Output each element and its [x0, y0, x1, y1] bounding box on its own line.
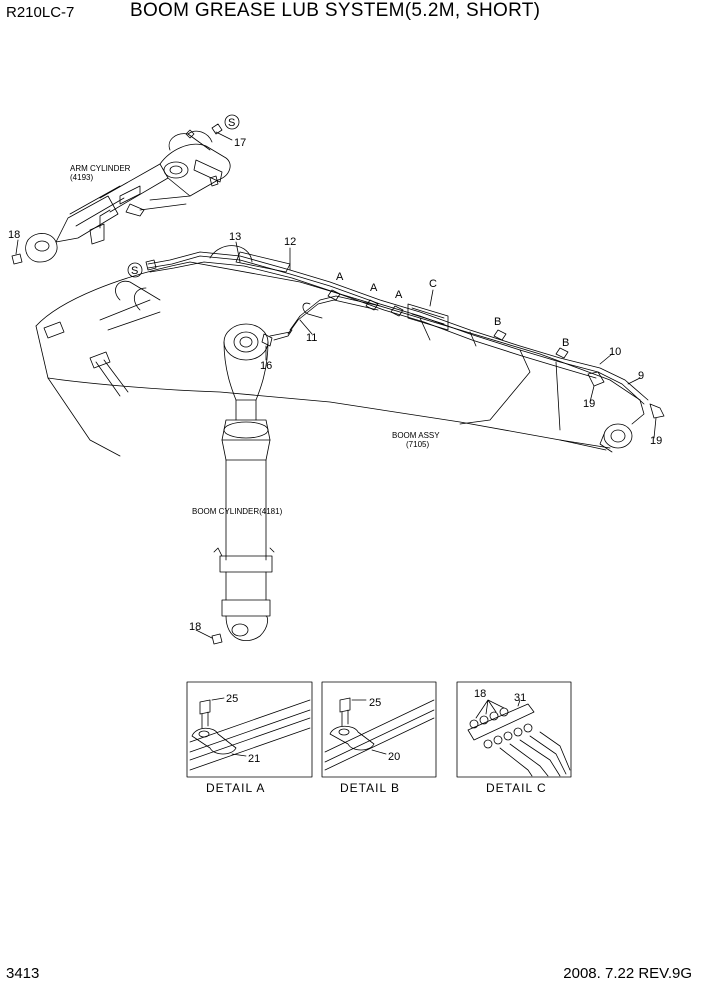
marker-b-1: B — [494, 316, 501, 328]
marker-c: C — [429, 278, 437, 290]
arm-cylinder-drawing — [25, 123, 231, 263]
model-code: R210LC-7 — [6, 4, 75, 21]
detail-a-callout-21: 21 — [248, 753, 260, 765]
callout-19-right: 19 — [650, 435, 662, 447]
marker-a-2: A — [370, 282, 378, 294]
detail-b-callout-20: 20 — [388, 751, 400, 763]
detail-c-box — [456, 681, 572, 778]
boom-cylinder-drawing — [213, 323, 275, 641]
arm-cylinder-label: ARM CYLINDER — [70, 164, 131, 173]
boom-assy-code: (7105) — [406, 440, 429, 449]
detail-b-callout-25: 25 — [369, 697, 381, 709]
callout-16: 16 — [260, 360, 272, 372]
detail-c-title: DETAIL C — [486, 781, 547, 795]
page-number: 3413 — [6, 965, 40, 982]
callout-13: 13 — [229, 231, 241, 243]
callout-17: 17 — [234, 137, 246, 149]
boom-assy-label: BOOM ASSY — [392, 431, 440, 440]
callout-10: 10 — [609, 346, 621, 358]
s-symbol-arm — [224, 114, 240, 130]
s-letter-arm: S — [228, 117, 235, 129]
callout-9: 9 — [638, 370, 644, 382]
detail-a-drawing — [189, 697, 311, 771]
detail-c-callout-18: 18 — [474, 688, 486, 700]
detail-a-callout-25: 25 — [226, 693, 238, 705]
detail-b-box — [321, 681, 437, 778]
s-letter-boom: S — [131, 265, 138, 277]
date-revision: 2008. 7.22 REV.9G — [563, 965, 692, 982]
marker-a-1: A — [336, 271, 344, 283]
detail-a-title: DETAIL A — [206, 781, 265, 795]
arm-cylinder-code: (4193) — [70, 173, 93, 182]
page-title: BOOM GREASE LUB SYSTEM(5.2M, SHORT) — [130, 0, 541, 21]
detail-c-callout-31: 31 — [514, 692, 526, 704]
leader-lines — [15, 131, 657, 639]
grease-pipe-bundle — [145, 251, 665, 419]
callout-11: 11 — [306, 332, 317, 344]
detail-a-box — [186, 681, 313, 778]
boom-cylinder-label: BOOM CYLINDER(4181) — [192, 507, 283, 516]
bolt-18-lower — [211, 633, 223, 645]
marker-b-2: B — [562, 337, 569, 349]
detail-b-title: DETAIL B — [340, 781, 400, 795]
detail-c-drawing — [467, 699, 571, 777]
callout-12: 12 — [284, 236, 296, 248]
callout-19-left: 19 — [583, 398, 595, 410]
bolt-18-upper — [11, 253, 23, 265]
callout-18-upper: 18 — [8, 229, 20, 241]
callout-18-lower: 18 — [189, 621, 201, 633]
marker-a-3: A — [395, 289, 403, 301]
detail-b-drawing — [324, 697, 435, 771]
boom-assembly-drawing — [35, 245, 645, 457]
s-symbol-boom — [127, 262, 143, 278]
